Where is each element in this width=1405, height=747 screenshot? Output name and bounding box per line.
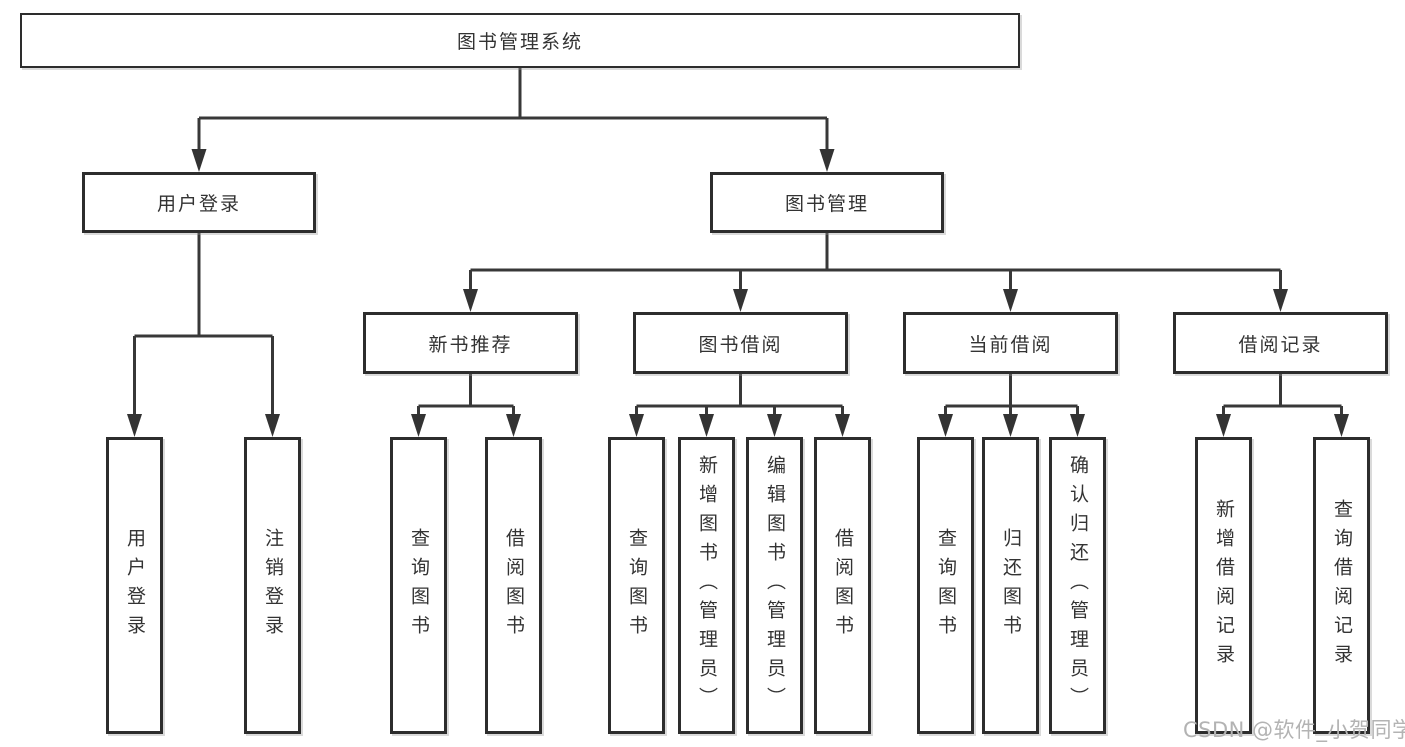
node-book-borrowing: 图书借阅	[633, 312, 848, 374]
leaf-query-borrow-record: 查询借阅记录	[1313, 437, 1370, 734]
node-book-management: 图书管理	[710, 172, 944, 233]
csdn-watermark: CSDN @软件_小贺同学	[1183, 718, 1405, 742]
leaf-add-borrow-record: 新增借阅记录	[1195, 437, 1252, 734]
leaf-query-books-borrowing: 查询图书	[608, 437, 665, 734]
node-current-borrowing: 当前借阅	[903, 312, 1118, 374]
leaf-confirm-return-admin: 确认归还（管理员）	[1049, 437, 1106, 734]
leaf-user-login: 用户登录	[106, 437, 163, 734]
node-root-system: 图书管理系统	[20, 13, 1020, 68]
leaf-add-books-admin: 新增图书（管理员）	[678, 437, 735, 734]
node-new-book-recommend: 新书推荐	[363, 312, 578, 374]
leaf-return-books: 归还图书	[982, 437, 1039, 734]
node-user-login: 用户登录	[82, 172, 316, 233]
node-borrow-records: 借阅记录	[1173, 312, 1388, 374]
leaf-query-books-current: 查询图书	[917, 437, 974, 734]
arrowheads	[127, 149, 1349, 437]
leaf-borrow-books-borrowing: 借阅图书	[814, 437, 871, 734]
leaf-borrow-books-recommend: 借阅图书	[485, 437, 542, 734]
leaf-edit-books-admin: 编辑图书（管理员）	[746, 437, 803, 734]
leaf-query-books-recommend: 查询图书	[390, 437, 447, 734]
leaf-logout: 注销登录	[244, 437, 301, 734]
